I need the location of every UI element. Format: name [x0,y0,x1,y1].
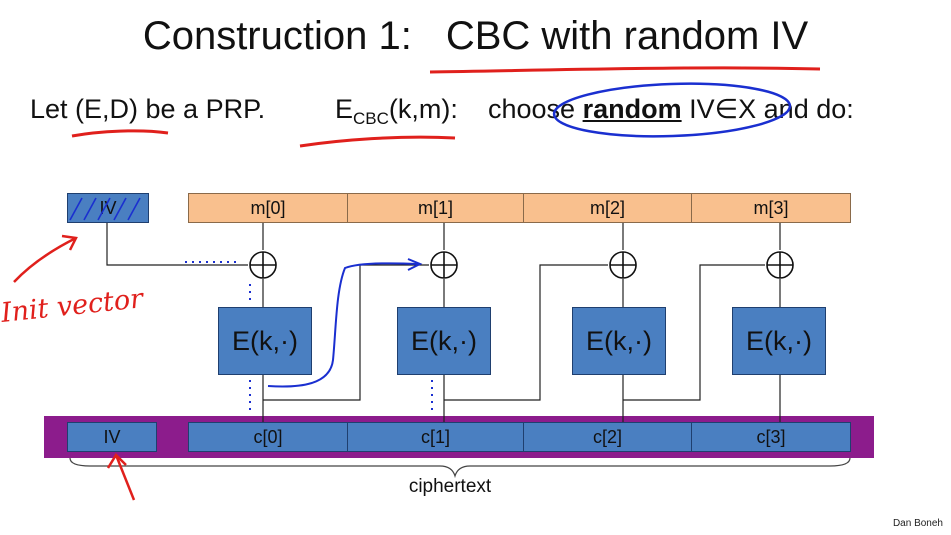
message-block-2: m[2] [523,193,692,223]
choose-word: choose [488,94,576,124]
ciphertext-label: ciphertext [408,476,492,497]
title-underline-mark [429,66,821,74]
ecbc-definition: ECBC(k,m): [335,94,458,129]
encrypt-block-2: E(k,·) [572,307,666,375]
ciphertext-block-3: c[3] [691,422,851,452]
random-word: random [582,94,682,124]
ciphertext-block-1: c[1] [347,422,524,452]
iv-to-xor0-line [106,223,248,266]
random-iv-circle-mark [552,82,792,138]
encrypt-block-1: E(k,·) [397,307,491,375]
ciphertext-iv: IV [67,422,157,452]
encrypt-block-0: E(k,·) [218,307,312,375]
choose-statement: choose random IV∈X and do: [488,94,854,125]
init-vector-note: Init vector [0,283,147,329]
ecbc-sub: CBC [353,109,389,128]
author-credit: Dan Boneh [892,518,943,529]
iv-arrow-mark [13,236,77,283]
ecbc-underline-mark [299,135,456,148]
chain-trace-mark [267,262,419,388]
message-block-3: m[3] [691,193,851,223]
ciphertext-iv-arrow-mark [114,454,136,501]
chain-0-to-1 [263,264,429,401]
title-cbc: CBC with random IV [445,14,809,58]
encrypt-block-3: E(k,·) [732,307,826,375]
slide-title: Construction 1: CBC with random IV [0,14,951,59]
message-block-0: m[0] [188,193,348,223]
ed-underline-mark [71,129,169,138]
prp-statement: Let (E,D) be a PRP. [30,94,266,124]
ecbc-e: E [335,94,354,124]
iv-in-x: IV∈X and do: [689,94,854,124]
title-construction: Construction 1: [142,14,412,58]
chain-1-to-2 [444,264,608,401]
message-block-1: m[1] [347,193,524,223]
ciphertext-block-2: c[2] [523,422,692,452]
ecbc-args: (k,m): [388,94,458,124]
chain-2-to-3 [623,264,765,401]
ciphertext-brace [69,457,851,479]
ciphertext-block-0: c[0] [188,422,348,452]
